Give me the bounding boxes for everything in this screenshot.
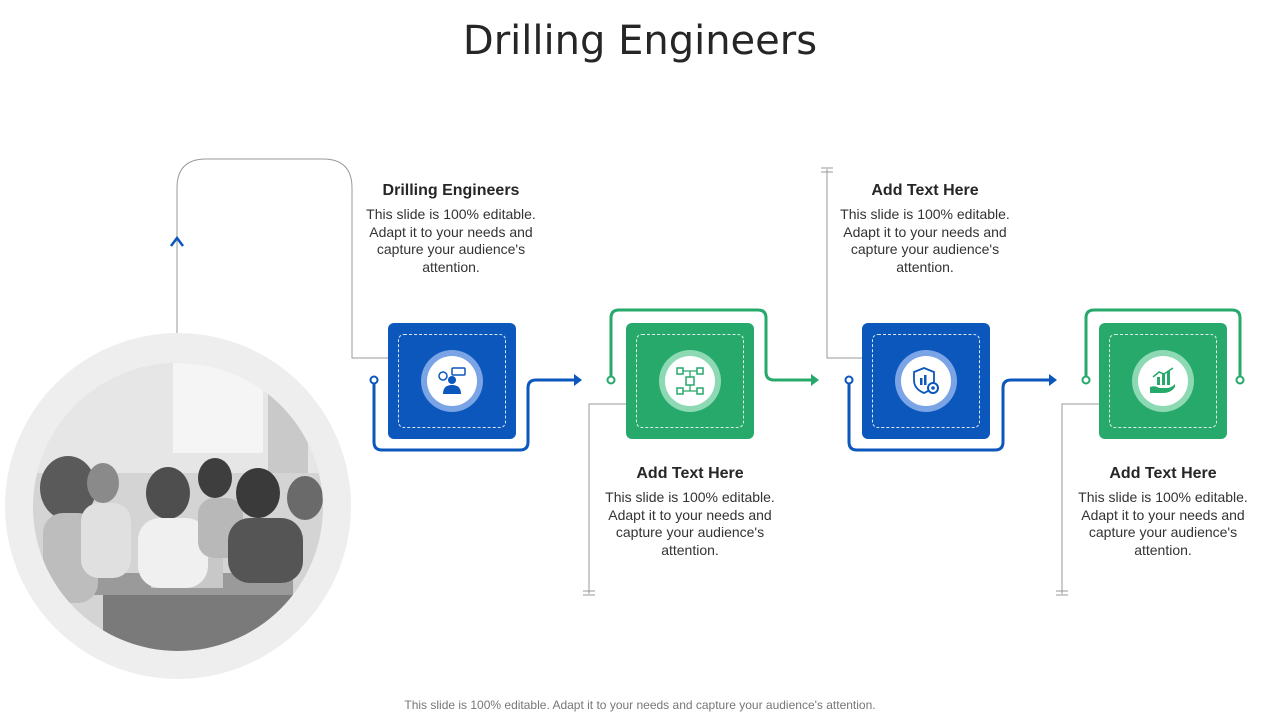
step-4-heading: Add Text Here (1109, 465, 1217, 482)
step-1-text: Drilling Engineers This slide is 100% ed… (361, 182, 541, 276)
step-4-body: This slide is 100% editable. Adapt it to… (1078, 489, 1248, 558)
footer-note: This slide is 100% editable. Adapt it to… (404, 698, 876, 712)
step-2-text: Add Text Here This slide is 100% editabl… (600, 465, 780, 559)
step-1-card (388, 323, 516, 439)
step-2-card (626, 323, 754, 439)
step-3-card (862, 323, 990, 439)
step-3-heading: Add Text Here (871, 182, 979, 199)
team-photo (33, 363, 323, 651)
step-3-body: This slide is 100% editable. Adapt it to… (840, 206, 1010, 275)
slide-title: Drilling Engineers (462, 18, 818, 64)
step-4-text: Add Text Here This slide is 100% editabl… (1073, 465, 1253, 559)
step-1-heading: Drilling Engineers (382, 182, 520, 199)
network-diagram-icon (676, 367, 704, 395)
growth-chart-hand-icon (1150, 367, 1175, 393)
step-3-text: Add Text Here This slide is 100% editabl… (835, 182, 1015, 276)
step-2-body: This slide is 100% editable. Adapt it to… (605, 489, 775, 558)
security-shield-gear-icon (913, 367, 939, 394)
step-2-heading: Add Text Here (636, 465, 744, 482)
step-4-card (1099, 323, 1227, 439)
step-1-body: This slide is 100% editable. Adapt it to… (366, 206, 536, 275)
financial-advisor-icon (438, 367, 466, 394)
